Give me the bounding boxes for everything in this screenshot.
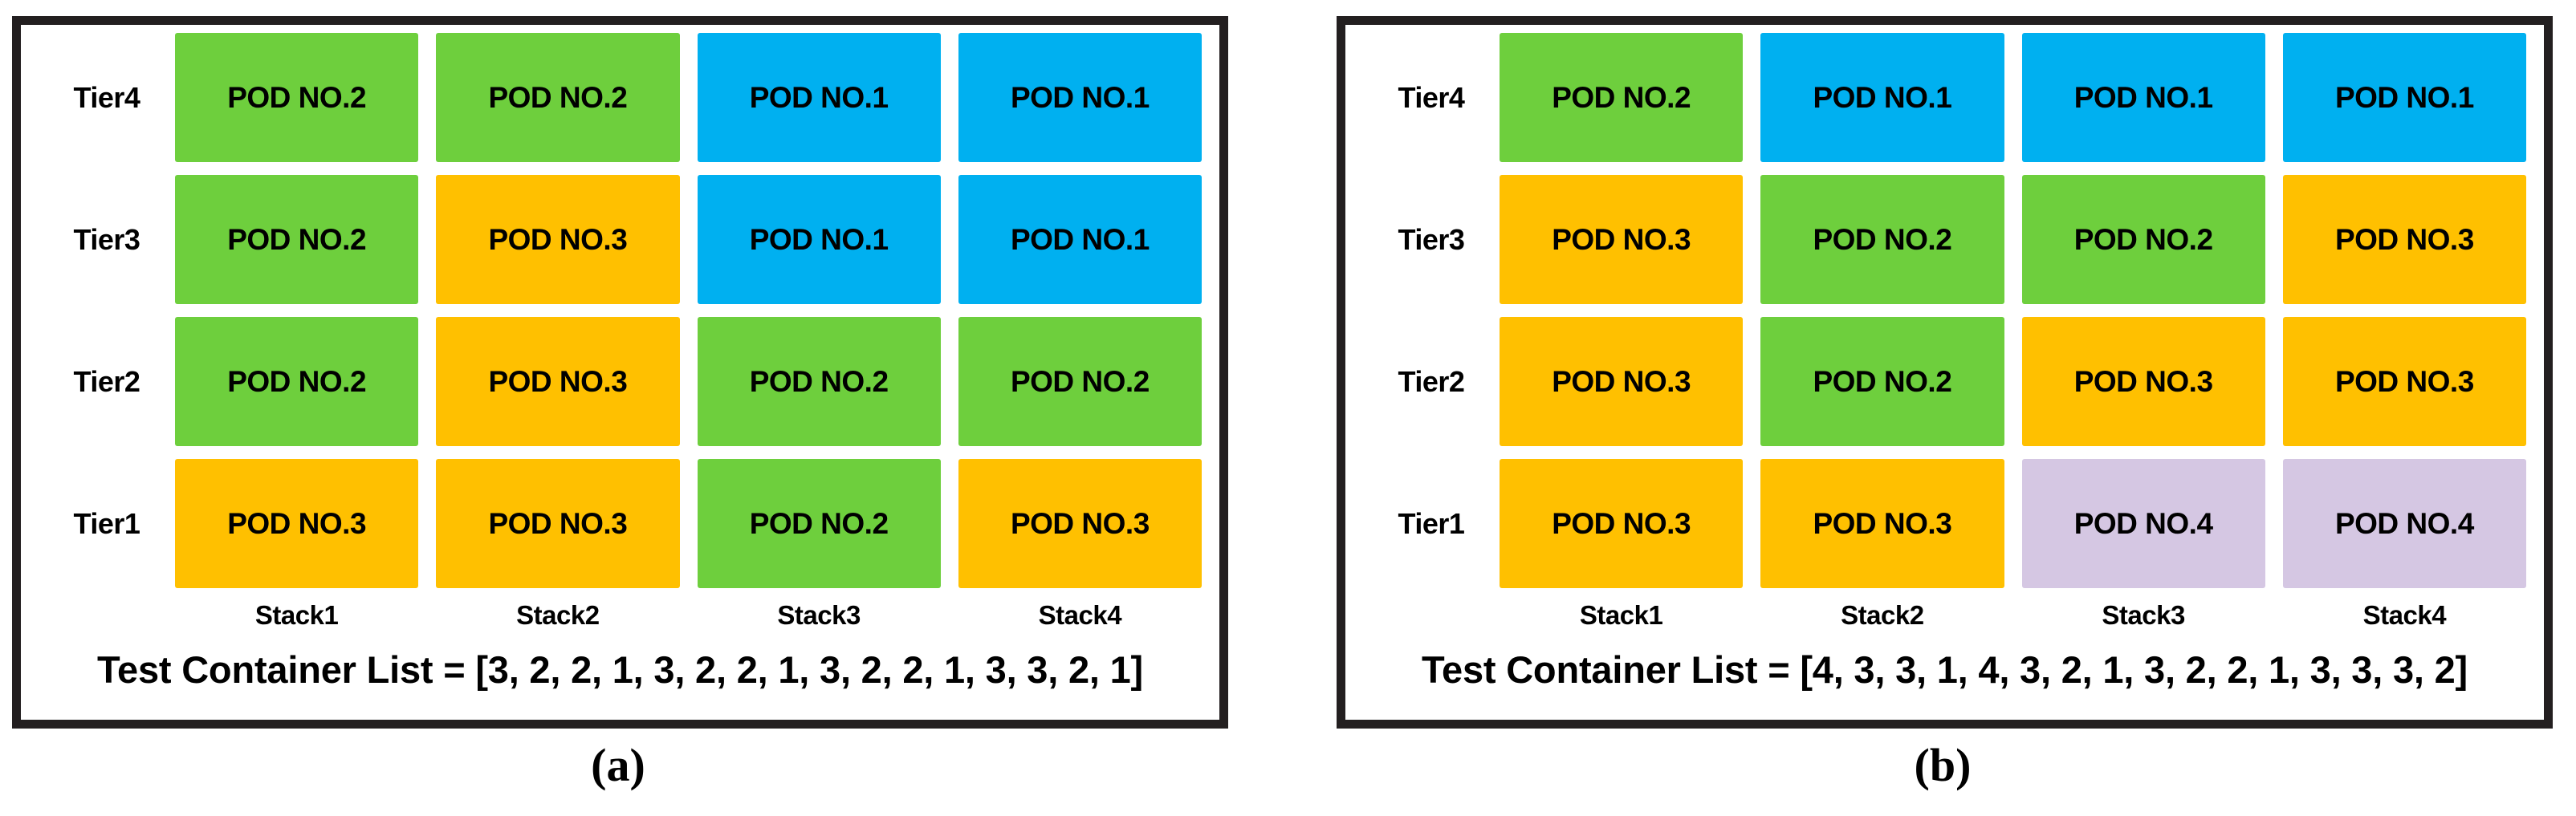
test-container-list: Test Container List = [4, 3, 3, 1, 4, 3,…: [1421, 648, 2468, 691]
cell-t1-s2[interactable]: POD NO.3: [436, 459, 680, 588]
panel-a-frame: Tier4 POD NO.2 POD NO.2 POD NO.1 POD NO.…: [12, 16, 1228, 729]
cell-t3-s4[interactable]: POD NO.1: [958, 175, 1202, 304]
tier-row: Tier3 POD NO.2 POD NO.3 POD NO.1 POD NO.…: [39, 175, 1202, 304]
cell-t3-s1[interactable]: POD NO.2: [175, 175, 419, 304]
tier-label-4: Tier4: [73, 80, 140, 114]
tier-label-2: Tier2: [73, 364, 140, 398]
cell-t2-s2[interactable]: POD NO.2: [1760, 317, 2004, 446]
stack-labels: Stack1 Stack2 Stack3 Stack4: [175, 600, 1202, 631]
tier-row: Tier4 POD NO.2 POD NO.2 POD NO.1 POD NO.…: [39, 33, 1202, 162]
cell-t4-s4[interactable]: POD NO.1: [2282, 33, 2526, 162]
cell-t4-s2[interactable]: POD NO.2: [436, 33, 680, 162]
tier-row: Tier1 POD NO.3 POD NO.3 POD NO.4 POD NO.…: [1363, 459, 2526, 588]
container-list-row: Test Container List = [4, 3, 3, 1, 4, 3,…: [1363, 636, 2526, 713]
tier-cells: POD NO.2 POD NO.3 POD NO.1 POD NO.1: [175, 175, 1202, 304]
tier-cells: POD NO.2 POD NO.1 POD NO.1 POD NO.1: [1500, 33, 2526, 162]
cell-t2-s1[interactable]: POD NO.2: [175, 317, 419, 446]
tier-label-2: Tier2: [1398, 364, 1465, 398]
test-container-list: Test Container List = [3, 2, 2, 1, 3, 2,…: [96, 648, 1143, 691]
tier-cells: POD NO.3 POD NO.2 POD NO.3 POD NO.3: [1500, 317, 2526, 446]
stack-label-1: Stack1: [254, 600, 339, 630]
cell-t1-s2[interactable]: POD NO.3: [1760, 459, 2004, 588]
stack-label-row: Stack1 Stack2 Stack3 Stack4: [39, 595, 1202, 636]
tier-label-1: Tier1: [1398, 506, 1465, 540]
stack-label-3: Stack3: [777, 600, 861, 630]
stack-label-4: Stack4: [2362, 600, 2447, 630]
cell-t2-s3[interactable]: POD NO.2: [697, 317, 941, 446]
tier-row: Tier2 POD NO.3 POD NO.2 POD NO.3 POD NO.…: [1363, 317, 2526, 446]
cell-t4-s4[interactable]: POD NO.1: [958, 33, 1202, 162]
cell-t3-s3[interactable]: POD NO.1: [697, 175, 941, 304]
cell-t1-s3[interactable]: POD NO.2: [697, 459, 941, 588]
tier-cells: POD NO.3 POD NO.3 POD NO.2 POD NO.3: [175, 459, 1202, 588]
stack-label-2: Stack2: [1841, 600, 1924, 630]
panel-b-frame: Tier4 POD NO.2 POD NO.1 POD NO.1 POD NO.…: [1337, 16, 2553, 729]
tier-cells: POD NO.3 POD NO.2 POD NO.2 POD NO.3: [1500, 175, 2526, 304]
tier-row: Tier1 POD NO.3 POD NO.3 POD NO.2 POD NO.…: [39, 459, 1202, 588]
cell-t4-s1[interactable]: POD NO.2: [175, 33, 419, 162]
stack-label-2: Stack2: [516, 600, 600, 630]
tier-cells: POD NO.2 POD NO.2 POD NO.1 POD NO.1: [175, 33, 1202, 162]
cell-t3-s3[interactable]: POD NO.2: [2021, 175, 2265, 304]
cell-t2-s2[interactable]: POD NO.3: [436, 317, 680, 446]
tier-label-4: Tier4: [1398, 80, 1465, 114]
panel-a-caption: (a): [591, 739, 645, 791]
tier-cells: POD NO.3 POD NO.3 POD NO.4 POD NO.4: [1500, 459, 2526, 588]
tier-row: Tier4 POD NO.2 POD NO.1 POD NO.1 POD NO.…: [1363, 33, 2526, 162]
tier-cells: POD NO.2 POD NO.3 POD NO.2 POD NO.2: [175, 317, 1202, 446]
cell-t4-s2[interactable]: POD NO.1: [1760, 33, 2004, 162]
cell-t1-s4[interactable]: POD NO.4: [2282, 459, 2526, 588]
cell-t1-s4[interactable]: POD NO.3: [958, 459, 1202, 588]
cell-t1-s3[interactable]: POD NO.4: [2021, 459, 2265, 588]
tier-label-1: Tier1: [73, 506, 140, 540]
tier-label-3: Tier3: [1398, 222, 1465, 256]
panel-b-caption: (b): [1914, 739, 1972, 791]
stack-label-3: Stack3: [2102, 600, 2185, 630]
stack-label-row: Stack1 Stack2 Stack3 Stack4: [1363, 595, 2526, 636]
stack-label-4: Stack4: [1038, 600, 1122, 630]
cell-t3-s2[interactable]: POD NO.3: [436, 175, 680, 304]
cell-t1-s1[interactable]: POD NO.3: [1500, 459, 1744, 588]
cell-t4-s1[interactable]: POD NO.2: [1500, 33, 1744, 162]
cell-t3-s4[interactable]: POD NO.3: [2282, 175, 2526, 304]
cell-t3-s1[interactable]: POD NO.3: [1500, 175, 1744, 304]
tier-row: Tier3 POD NO.3 POD NO.2 POD NO.2 POD NO.…: [1363, 175, 2526, 304]
cell-t4-s3[interactable]: POD NO.1: [2021, 33, 2265, 162]
cell-t2-s4[interactable]: POD NO.3: [2282, 317, 2526, 446]
stack-labels: Stack1 Stack2 Stack3 Stack4: [1500, 600, 2526, 631]
cell-t4-s3[interactable]: POD NO.1: [697, 33, 941, 162]
cell-t2-s4[interactable]: POD NO.2: [958, 317, 1202, 446]
container-list-row: Test Container List = [3, 2, 2, 1, 3, 2,…: [39, 636, 1202, 713]
tier-row: Tier2 POD NO.2 POD NO.3 POD NO.2 POD NO.…: [39, 317, 1202, 446]
panel-b: Tier4 POD NO.2 POD NO.1 POD NO.1 POD NO.…: [1325, 0, 2561, 816]
cell-t2-s1[interactable]: POD NO.3: [1500, 317, 1744, 446]
cell-t2-s3[interactable]: POD NO.3: [2021, 317, 2265, 446]
panel-a: Tier4 POD NO.2 POD NO.2 POD NO.1 POD NO.…: [0, 0, 1236, 816]
stack-label-1: Stack1: [1579, 600, 1663, 630]
panel-a-grid: Tier4 POD NO.2 POD NO.2 POD NO.1 POD NO.…: [21, 25, 1219, 720]
tier-label-3: Tier3: [73, 222, 140, 256]
panel-b-grid: Tier4 POD NO.2 POD NO.1 POD NO.1 POD NO.…: [1345, 25, 2544, 720]
cell-t1-s1[interactable]: POD NO.3: [175, 459, 419, 588]
cell-t3-s2[interactable]: POD NO.2: [1760, 175, 2004, 304]
